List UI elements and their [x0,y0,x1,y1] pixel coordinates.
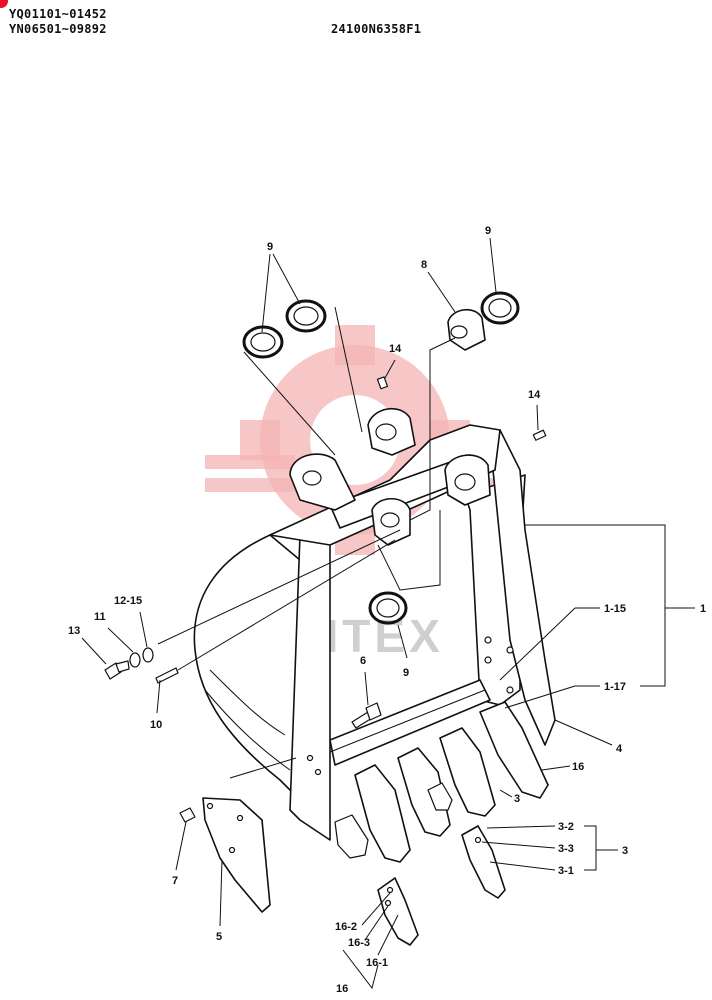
o-rings-9 [242,291,520,625]
callout-16-2: 16-2 [335,921,357,933]
callout-labels: 9 8 9 14 14 12-15 11 13 10 6 9 1-15 1 1-… [68,225,706,995]
callout-3-2: 3-2 [558,821,574,833]
callout-1-17: 1-17 [604,681,626,693]
side-shroud-5 [202,797,271,913]
bucket-teeth [334,701,549,863]
bolt-washer-set [104,647,154,680]
callout-3-assembly: 3 [622,845,628,857]
callout-16-1: 16-1 [366,957,388,969]
callout-9a: 9 [267,241,273,253]
callout-8: 8 [421,259,427,271]
callout-9b: 9 [485,225,491,237]
callout-13: 13 [68,625,80,637]
callout-11: 11 [94,611,106,623]
spring-pin-14b [532,429,547,441]
pin-10 [155,667,179,684]
bucket-shell [193,534,301,801]
callout-1: 1 [700,603,706,615]
nut-7 [179,807,196,823]
callout-12-15: 12-15 [114,595,142,607]
callout-6: 6 [360,655,366,667]
drawing-number: 24100N6358F1 [331,22,422,36]
callout-1-15: 1-15 [604,603,626,615]
side-cutter-4 [489,429,556,746]
spring-pin-14a [376,376,389,390]
callout-10: 10 [150,719,162,731]
callout-14b: 14 [528,389,541,401]
leader-lines [81,237,695,990]
callout-16-assembly: 16 [336,983,348,995]
cutting-edge [329,679,491,766]
callout-16-3: 16-3 [348,937,370,949]
callout-9c: 9 [403,667,409,679]
callout-3-3: 3-3 [558,843,574,855]
serial-range-2: YN06501~09892 [9,22,107,36]
corner-marker [0,0,8,8]
bolt-6 [351,702,382,729]
callout-4: 4 [616,743,623,755]
tooth-3-detail [461,825,506,899]
callout-14a: 14 [389,343,402,355]
callout-3: 3 [514,793,520,805]
callout-5: 5 [216,931,222,943]
left-boss-plate [289,453,356,511]
callout-16: 16 [572,761,584,773]
callout-3-1: 3-1 [558,865,574,877]
callout-7: 7 [172,875,178,887]
serial-range-1: YQ01101~01452 [9,7,107,21]
